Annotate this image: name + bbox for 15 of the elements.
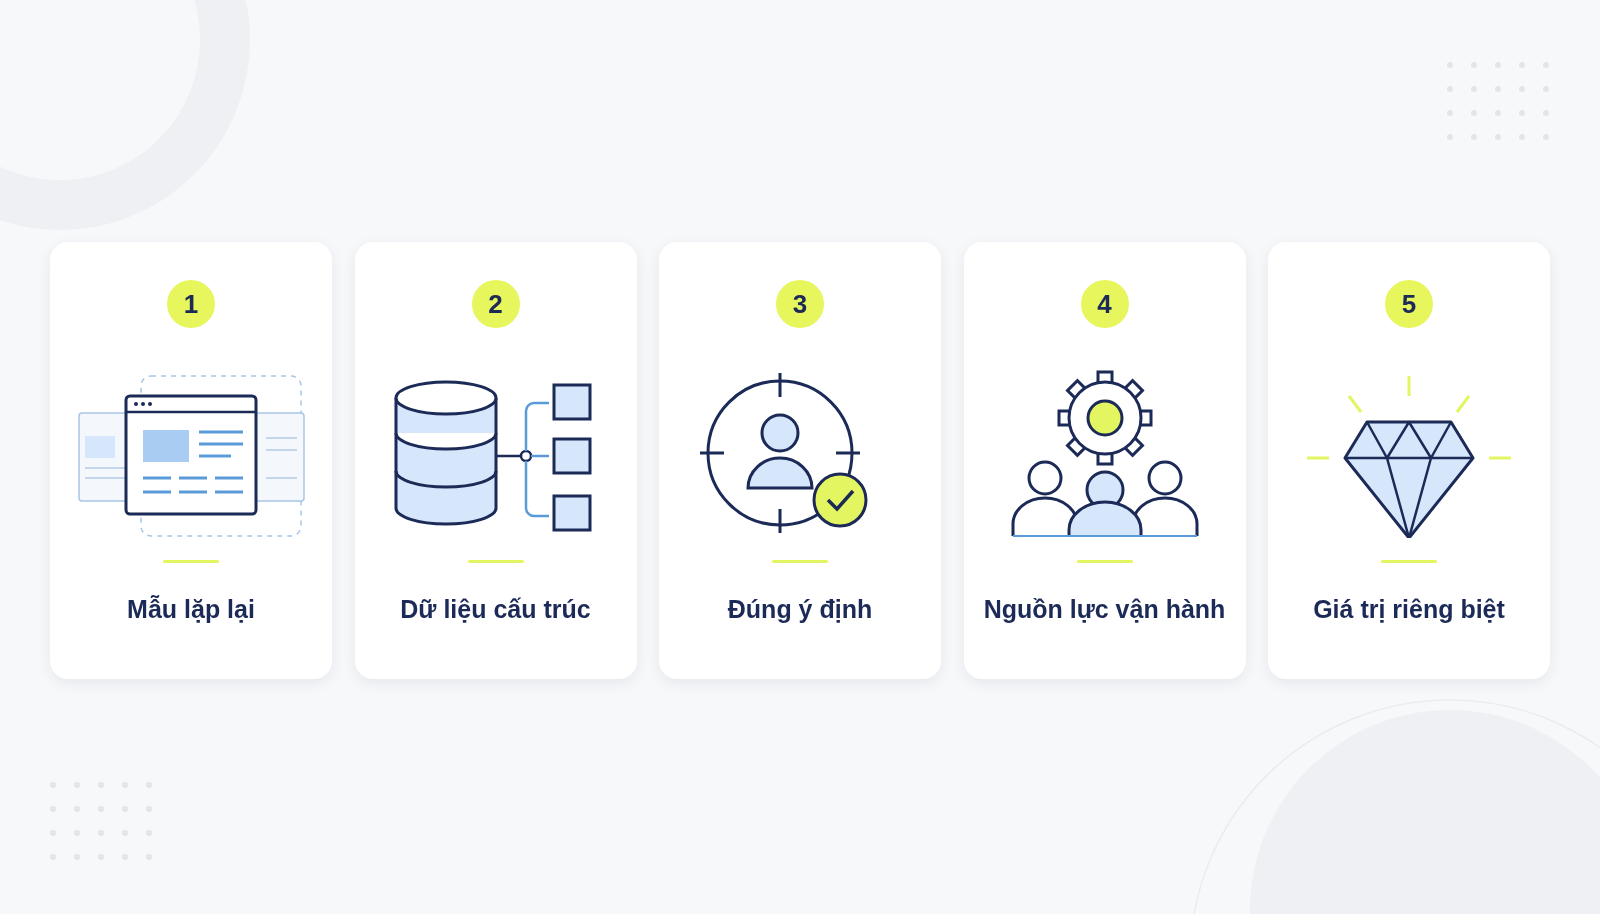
number-badge: 1 bbox=[167, 280, 215, 328]
number-badge: 2 bbox=[471, 280, 520, 328]
card bbox=[354, 242, 637, 679]
number-badge: 5 bbox=[1385, 280, 1433, 328]
card-title: Mẫu lặp lại bbox=[126, 594, 256, 625]
card bbox=[963, 242, 1246, 679]
card bbox=[50, 242, 332, 679]
number-badge: 3 bbox=[776, 280, 824, 328]
card bbox=[659, 242, 941, 679]
card-title: Nguồn lực vận hành bbox=[982, 594, 1227, 625]
card-title: Đúng ý định bbox=[726, 594, 874, 625]
number-badge: 4 bbox=[1080, 280, 1129, 328]
card bbox=[1268, 242, 1550, 679]
card-title: Dữ liệu cấu trúc bbox=[399, 594, 592, 625]
card-title: Giá trị riêng biệt bbox=[1312, 594, 1506, 625]
